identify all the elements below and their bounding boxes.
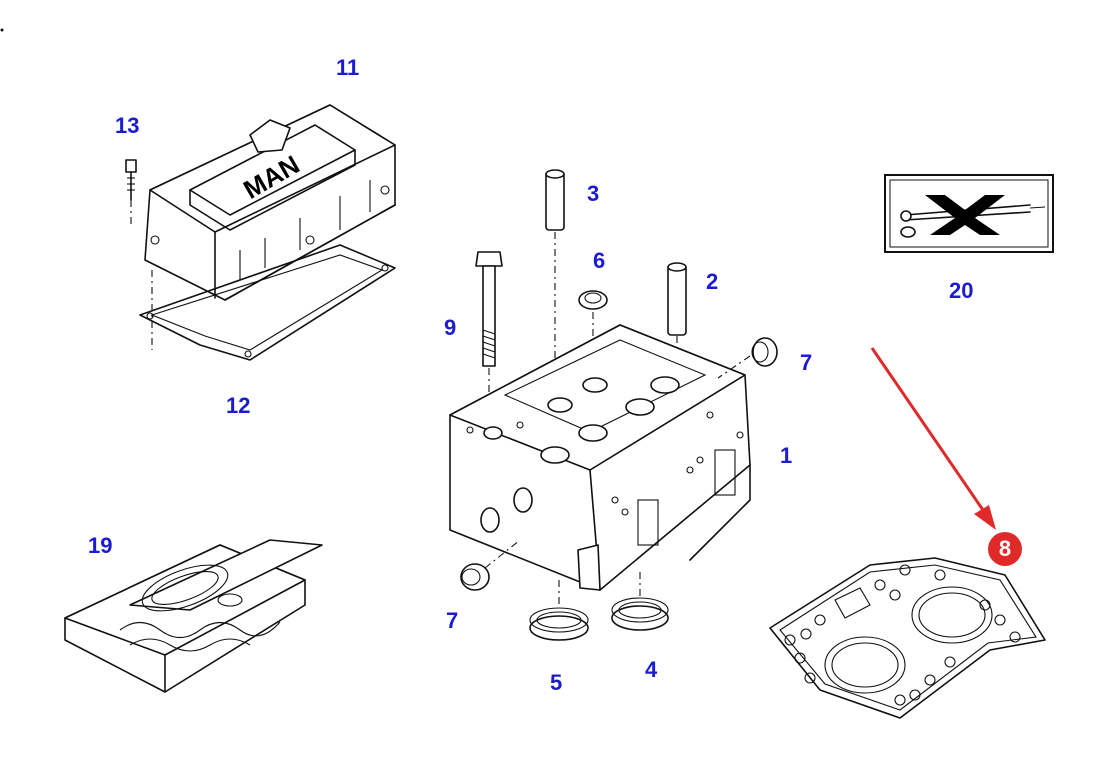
head-gasket xyxy=(769,557,1046,719)
callout-7-left: 7 xyxy=(446,608,459,633)
cover-bolt xyxy=(125,159,137,225)
callout-6: 6 xyxy=(593,248,606,273)
callout-1: 1 xyxy=(780,443,793,468)
callout-12: 12 xyxy=(226,393,251,418)
expansion-plug-right xyxy=(717,337,778,379)
tool-crossed-icon xyxy=(884,174,1054,253)
callout-4: 4 xyxy=(645,657,658,682)
seat-ring-4 xyxy=(611,572,669,631)
callout-7-right: 7 xyxy=(800,350,813,375)
cylinder-head xyxy=(449,324,751,591)
callout-11: 11 xyxy=(336,55,360,80)
valve-guide-3 xyxy=(545,169,565,440)
highlight-badge-8[interactable]: 8 xyxy=(988,532,1022,566)
cover-gasket xyxy=(139,244,396,361)
callout-9: 9 xyxy=(444,315,457,340)
callout-13: 13 xyxy=(115,113,140,138)
gasket-kit xyxy=(64,539,323,693)
arrow-icon xyxy=(870,347,996,530)
callout-2: 2 xyxy=(706,269,719,294)
callout-3: 3 xyxy=(587,181,600,206)
callout-20: 20 xyxy=(949,278,974,303)
expansion-plug-left xyxy=(460,539,521,591)
head-bolt xyxy=(475,251,503,430)
valve-cover: MAN xyxy=(144,104,396,301)
callout-19: 19 xyxy=(88,533,113,558)
callout-5: 5 xyxy=(550,670,563,695)
seat-ring-5 xyxy=(529,580,589,641)
